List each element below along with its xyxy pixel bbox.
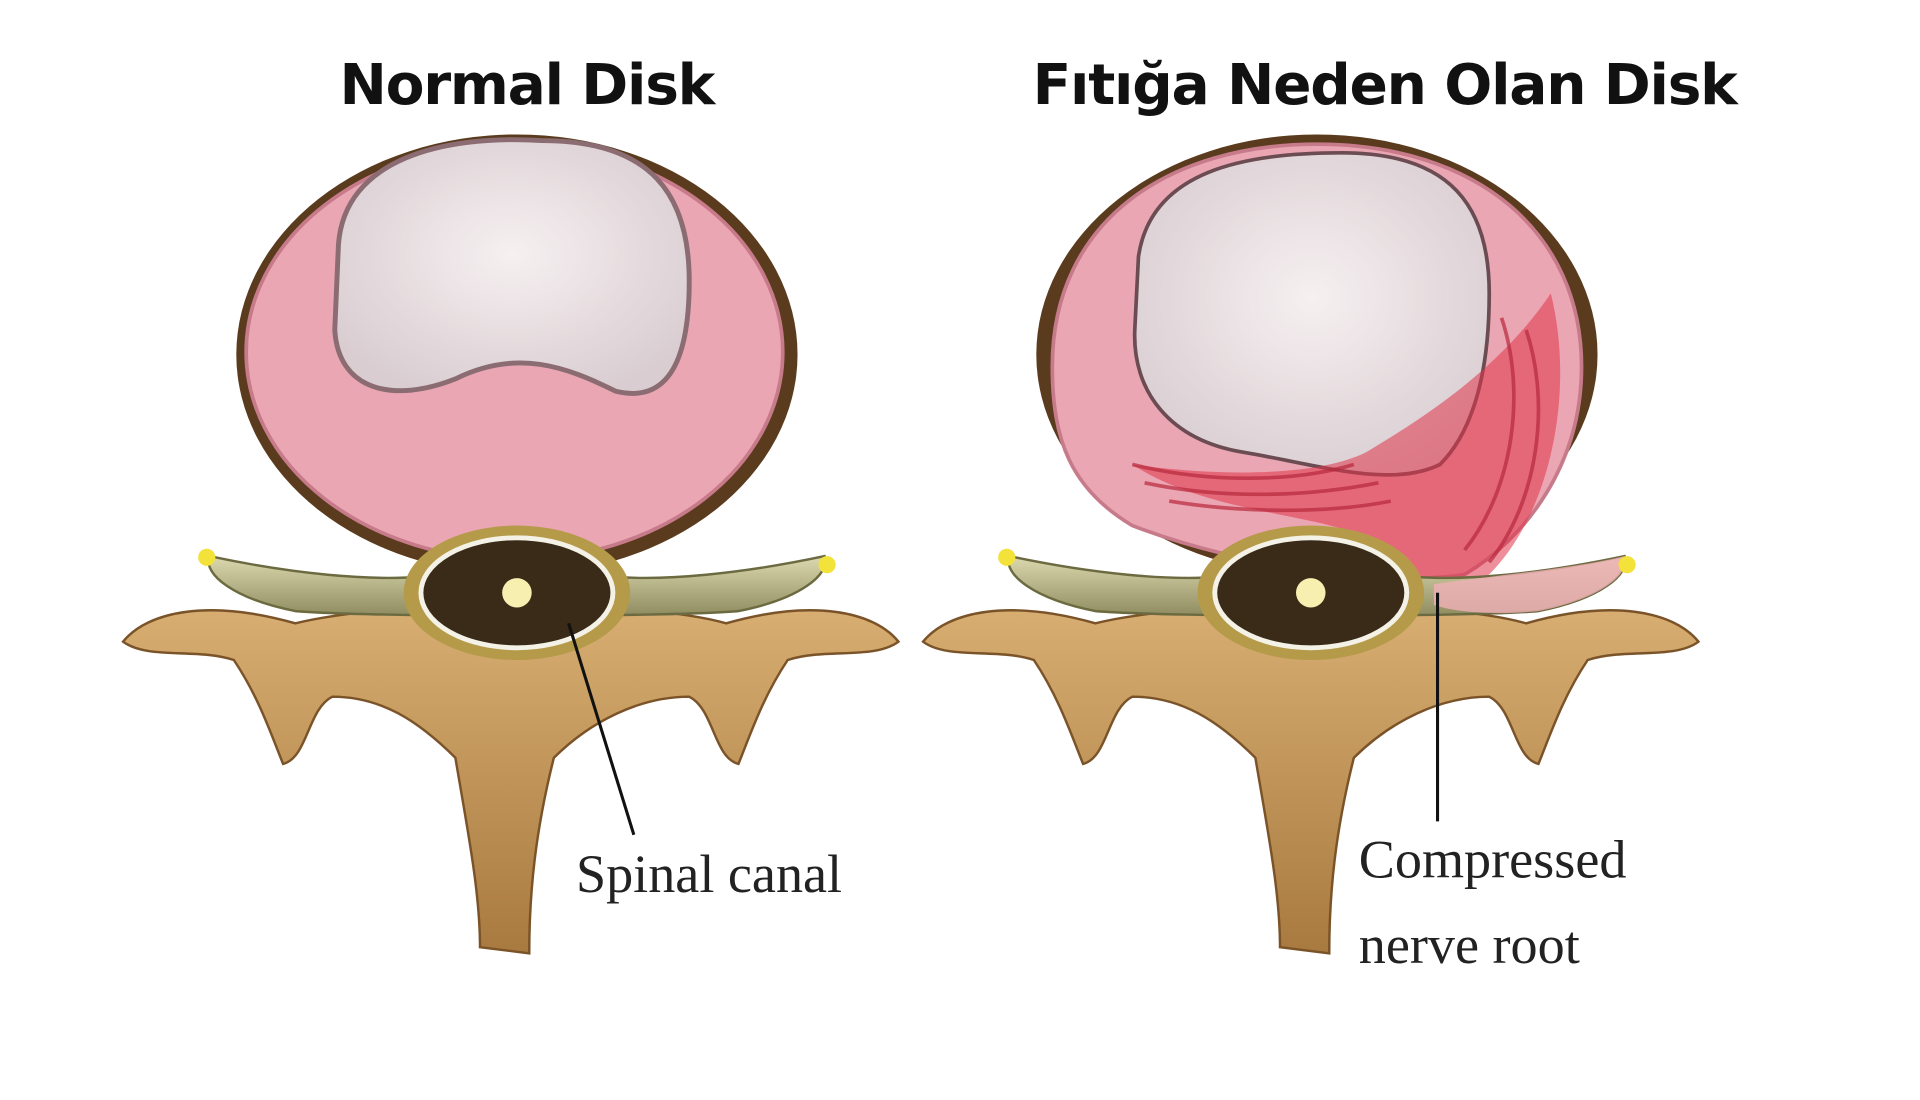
- annulus-tears: [1131, 317, 1541, 564]
- herniated-disk-illustration: [921, 134, 1700, 955]
- nerve-end: [818, 556, 836, 574]
- central-canal: [1296, 578, 1326, 608]
- normal-disk-title: Normal Disk: [339, 53, 716, 118]
- herniated-nucleus: [1132, 293, 1561, 585]
- nerve-end: [198, 548, 216, 566]
- normal-disk-illustration: [121, 134, 900, 955]
- nucleus-pulposus: [332, 137, 692, 396]
- herniated-disk-title: Fıtığa Neden Olan Disk: [1033, 53, 1740, 118]
- compressed-label-line2: nerve root: [1359, 915, 1580, 975]
- compressed-label-line1: Compressed: [1359, 830, 1627, 890]
- spinal-canal-pointer: [567, 622, 636, 836]
- spinal-canal-label: Spinal canal: [576, 844, 842, 904]
- central-canal: [502, 578, 532, 608]
- nerve-end: [1618, 556, 1636, 574]
- nerve-end: [998, 548, 1016, 566]
- compressed-nerve-root: [1433, 556, 1626, 614]
